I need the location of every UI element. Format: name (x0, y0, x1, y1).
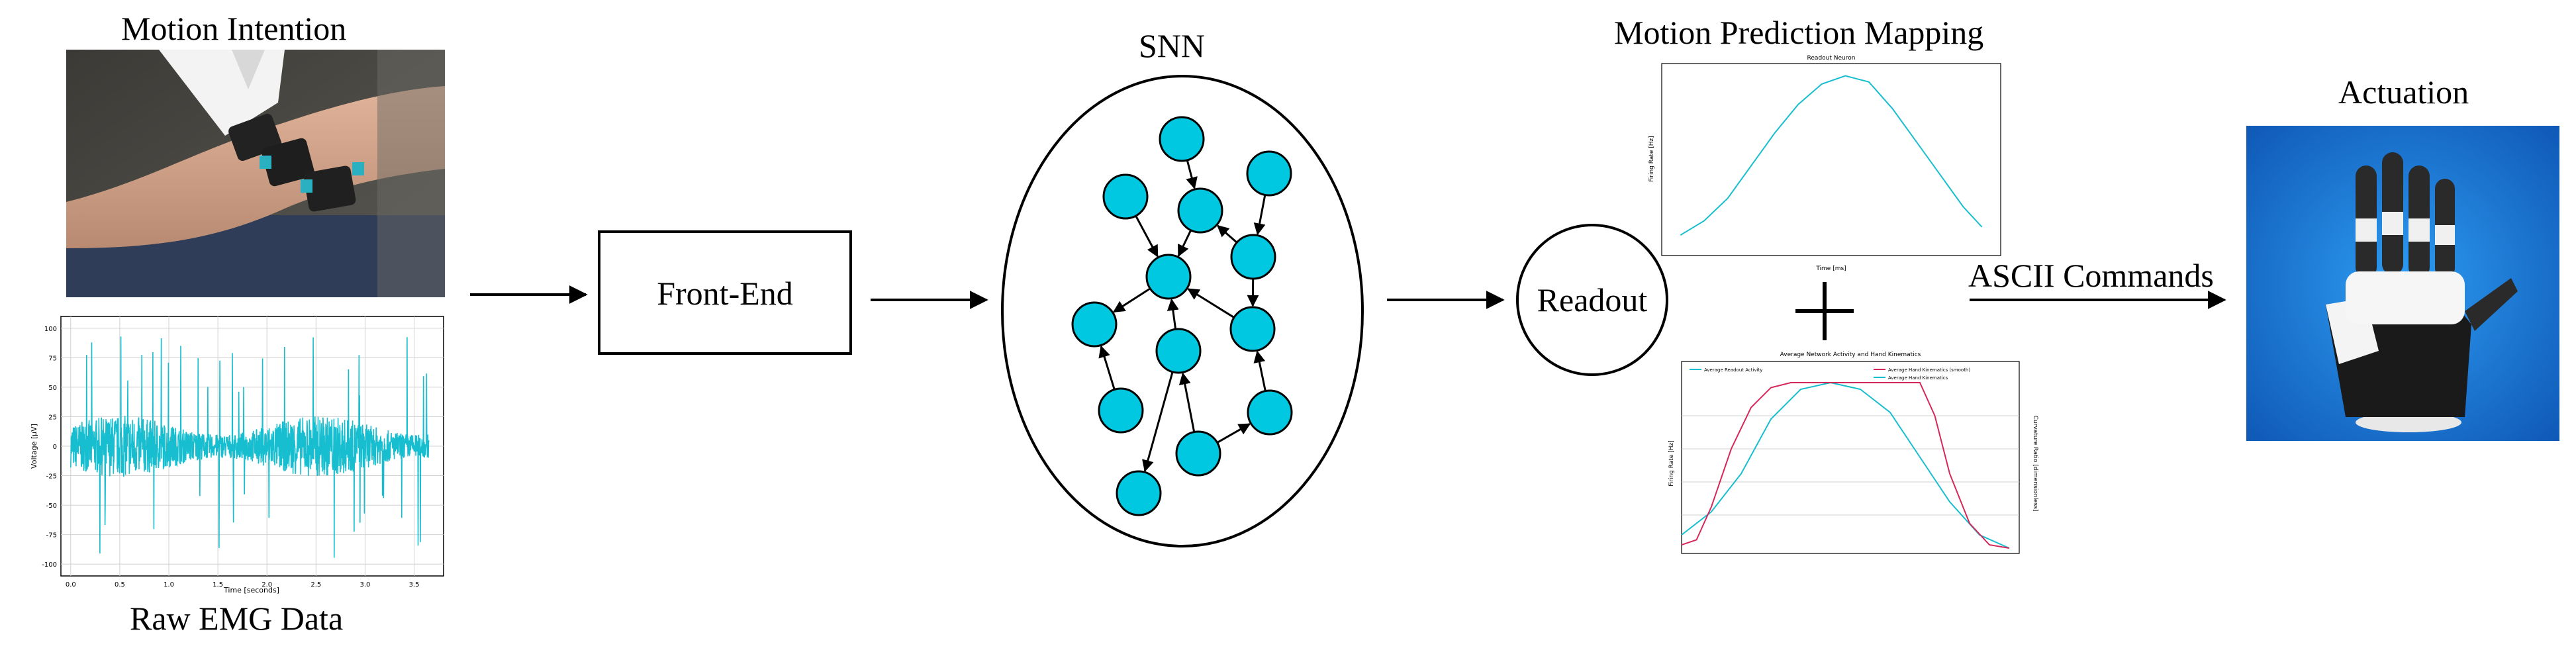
ascii-commands-label: ASCII Commands (1968, 257, 2214, 294)
front-end-label: Front-End (657, 275, 793, 312)
snn-neuron (1177, 187, 1223, 234)
network-chart-title: Average Network Activity and Hand Kinema… (1780, 352, 1921, 358)
readout-label: Readout (1537, 281, 1648, 318)
emg-xtick-label: 0.5 (115, 581, 125, 589)
motion-prediction-title: Motion Prediction Mapping (1614, 14, 1984, 51)
emg-xtick-label: 1.5 (213, 581, 223, 589)
emg-ytick-label: -100 (42, 561, 57, 569)
emg-ytick-label: 0 (53, 444, 57, 451)
emg-xtick-label: 0.0 (66, 581, 76, 589)
snn-neuron (1116, 470, 1162, 516)
motion-intention-title: Motion Intention (121, 10, 347, 47)
snn-synapse-arrow (1177, 230, 1192, 258)
snn-synapse-arrow (1135, 215, 1159, 258)
arm-emg-photo (66, 50, 445, 297)
emg-ytick-label: 100 (44, 326, 57, 333)
emg-xtick-label: 1.0 (164, 581, 174, 589)
snn-synapse-arrow (1178, 372, 1196, 432)
emg-xtick-label: 3.0 (359, 581, 370, 589)
emg-chart: 100 75 50 25 0 -25 -50 -75 -100 0.0 0.5 1.0 1.5 2.0 2.… (30, 316, 444, 594)
front-end-box (598, 230, 852, 355)
snn-neuron (1159, 116, 1205, 162)
snn-neuron (1071, 301, 1118, 348)
snn-title: SNN (1139, 27, 1206, 64)
readout-ylabel: Firing Rate [Hz] (1648, 136, 1655, 182)
snn-synapse-arrow (1112, 287, 1151, 313)
emg-xtick-label: 3.5 (409, 581, 420, 589)
snn-synapse-arrow (1167, 298, 1179, 330)
snn-edges (1098, 160, 1266, 473)
snn-neuron (1175, 430, 1221, 477)
readout-neuron-chart: Readout Neuron Time [ms] Firing Rate [Hz… (1648, 55, 2001, 272)
emg-xlabel: Time [seconds] (223, 586, 279, 594)
prosthetic-hand-photo (2246, 126, 2559, 441)
emg-xtick-label: 2.5 (310, 581, 321, 589)
emg-xtick-label: 2.0 (262, 581, 272, 589)
readout-plot-area (1661, 63, 2001, 256)
emg-ytick-label: 25 (48, 414, 57, 421)
snn-synapse-arrow (1098, 345, 1116, 390)
snn-nodes (1071, 116, 1293, 516)
emg-ticks: 100 75 50 25 0 -25 -50 -75 -100 0.0 0.5 1.0 1.5 2.0 2.… (42, 326, 419, 589)
actuation-title: Actuation (2338, 73, 2469, 111)
emg-ytick-label: -50 (46, 502, 57, 510)
snn-neuron (1229, 306, 1276, 352)
average-readout-activity-line (1681, 381, 2010, 549)
readout-neuron-line (1680, 75, 1983, 236)
network-plot-area (1681, 361, 2020, 554)
emg-ytick-label: 50 (48, 385, 57, 392)
emg-signal-line (70, 336, 430, 558)
emg-ytick-label: 75 (48, 355, 57, 362)
snn-synapse-arrow (1142, 371, 1174, 473)
snn-neuron (1102, 173, 1149, 220)
legend-kin-label: Average Hand Kinematics (1888, 375, 1948, 381)
network-grid (1682, 415, 2019, 516)
snn-neuron (1098, 387, 1144, 434)
network-activity-chart: Average Network Activity and Hand Kinema… (1668, 352, 2038, 554)
hand-kinematics-line (1681, 382, 2010, 549)
snn-neuron (1247, 389, 1293, 436)
emg-ytick-label: -25 (46, 473, 57, 481)
legend-kin-smooth-label: Average Hand Kinematics (smooth) (1888, 367, 1970, 373)
snn-synapse-arrow (1216, 224, 1238, 244)
legend-readout-label: Average Readout Activity (1704, 367, 1762, 373)
snn-synapse-arrow (1253, 195, 1266, 236)
emg-ylabel: Voltage [μV] (30, 424, 38, 469)
snn-synapse-arrow (1187, 288, 1235, 318)
readout-xlabel: Time [ms] (1815, 265, 1846, 272)
network-ylabel-left: Firing Rate [Hz] (1668, 440, 1675, 487)
snn-neuron (1230, 234, 1276, 280)
snn-neuron (1155, 328, 1202, 374)
snn-neuron (1145, 254, 1192, 300)
readout-circle (1516, 224, 1668, 376)
readout-chart-title: Readout Neuron (1807, 55, 1856, 62)
raw-emg-title: Raw EMG Data (130, 600, 344, 637)
snn-neuron (1246, 150, 1292, 197)
network-ylabel-right: Curvature Ratio [dimensionless] (2032, 416, 2038, 512)
snn-synapse-arrow (1186, 160, 1198, 189)
snn-synapse-arrow (1253, 350, 1266, 391)
emg-ytick-label: -75 (46, 532, 57, 540)
snn-synapse-arrow (1216, 423, 1251, 444)
